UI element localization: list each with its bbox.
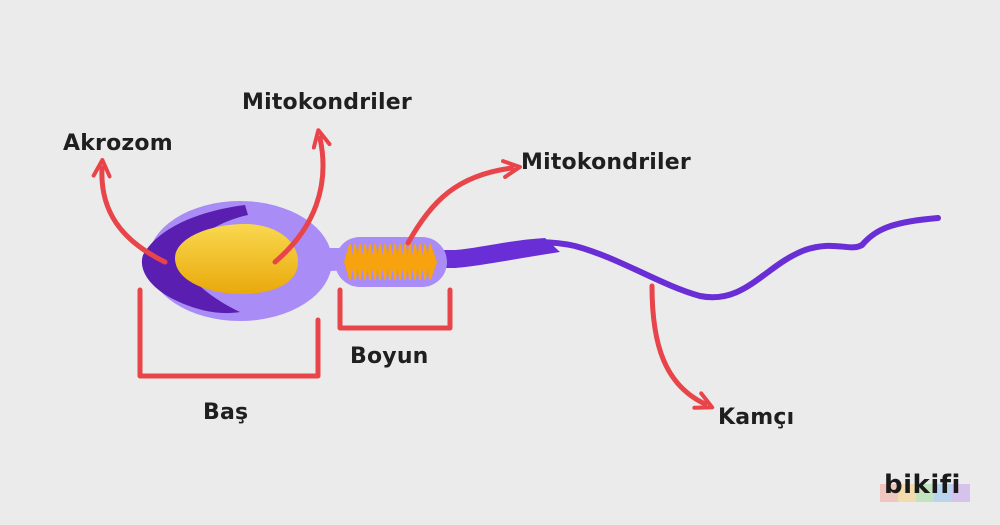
nucleus: [175, 224, 298, 294]
midpiece-mitochondria: [344, 244, 437, 280]
arrow-mito-head: [272, 128, 332, 265]
bikifi-logo: bikifi: [880, 470, 975, 506]
logo-text: bikifi: [884, 470, 961, 500]
label-bas: Baş: [203, 400, 249, 425]
label-mitokondriler-head: Mitokondriler: [242, 90, 412, 115]
bracket-boyun: [337, 287, 453, 331]
arrow-akrozom: [91, 158, 168, 265]
tail-flagellum: [437, 215, 941, 301]
logo-stripes: [880, 484, 970, 502]
tail-base: [430, 238, 560, 268]
bracket-bas: [137, 287, 321, 379]
label-akrozom: Akrozom: [63, 131, 173, 156]
label-kamci: Kamçı: [718, 405, 795, 430]
label-mitokondriler-neck: Mitokondriler: [521, 150, 691, 175]
acrosome: [141, 205, 248, 314]
arrow-kamci: [649, 283, 715, 410]
arrow-mito-neck: [405, 159, 522, 246]
label-boyun: Boyun: [350, 344, 429, 369]
